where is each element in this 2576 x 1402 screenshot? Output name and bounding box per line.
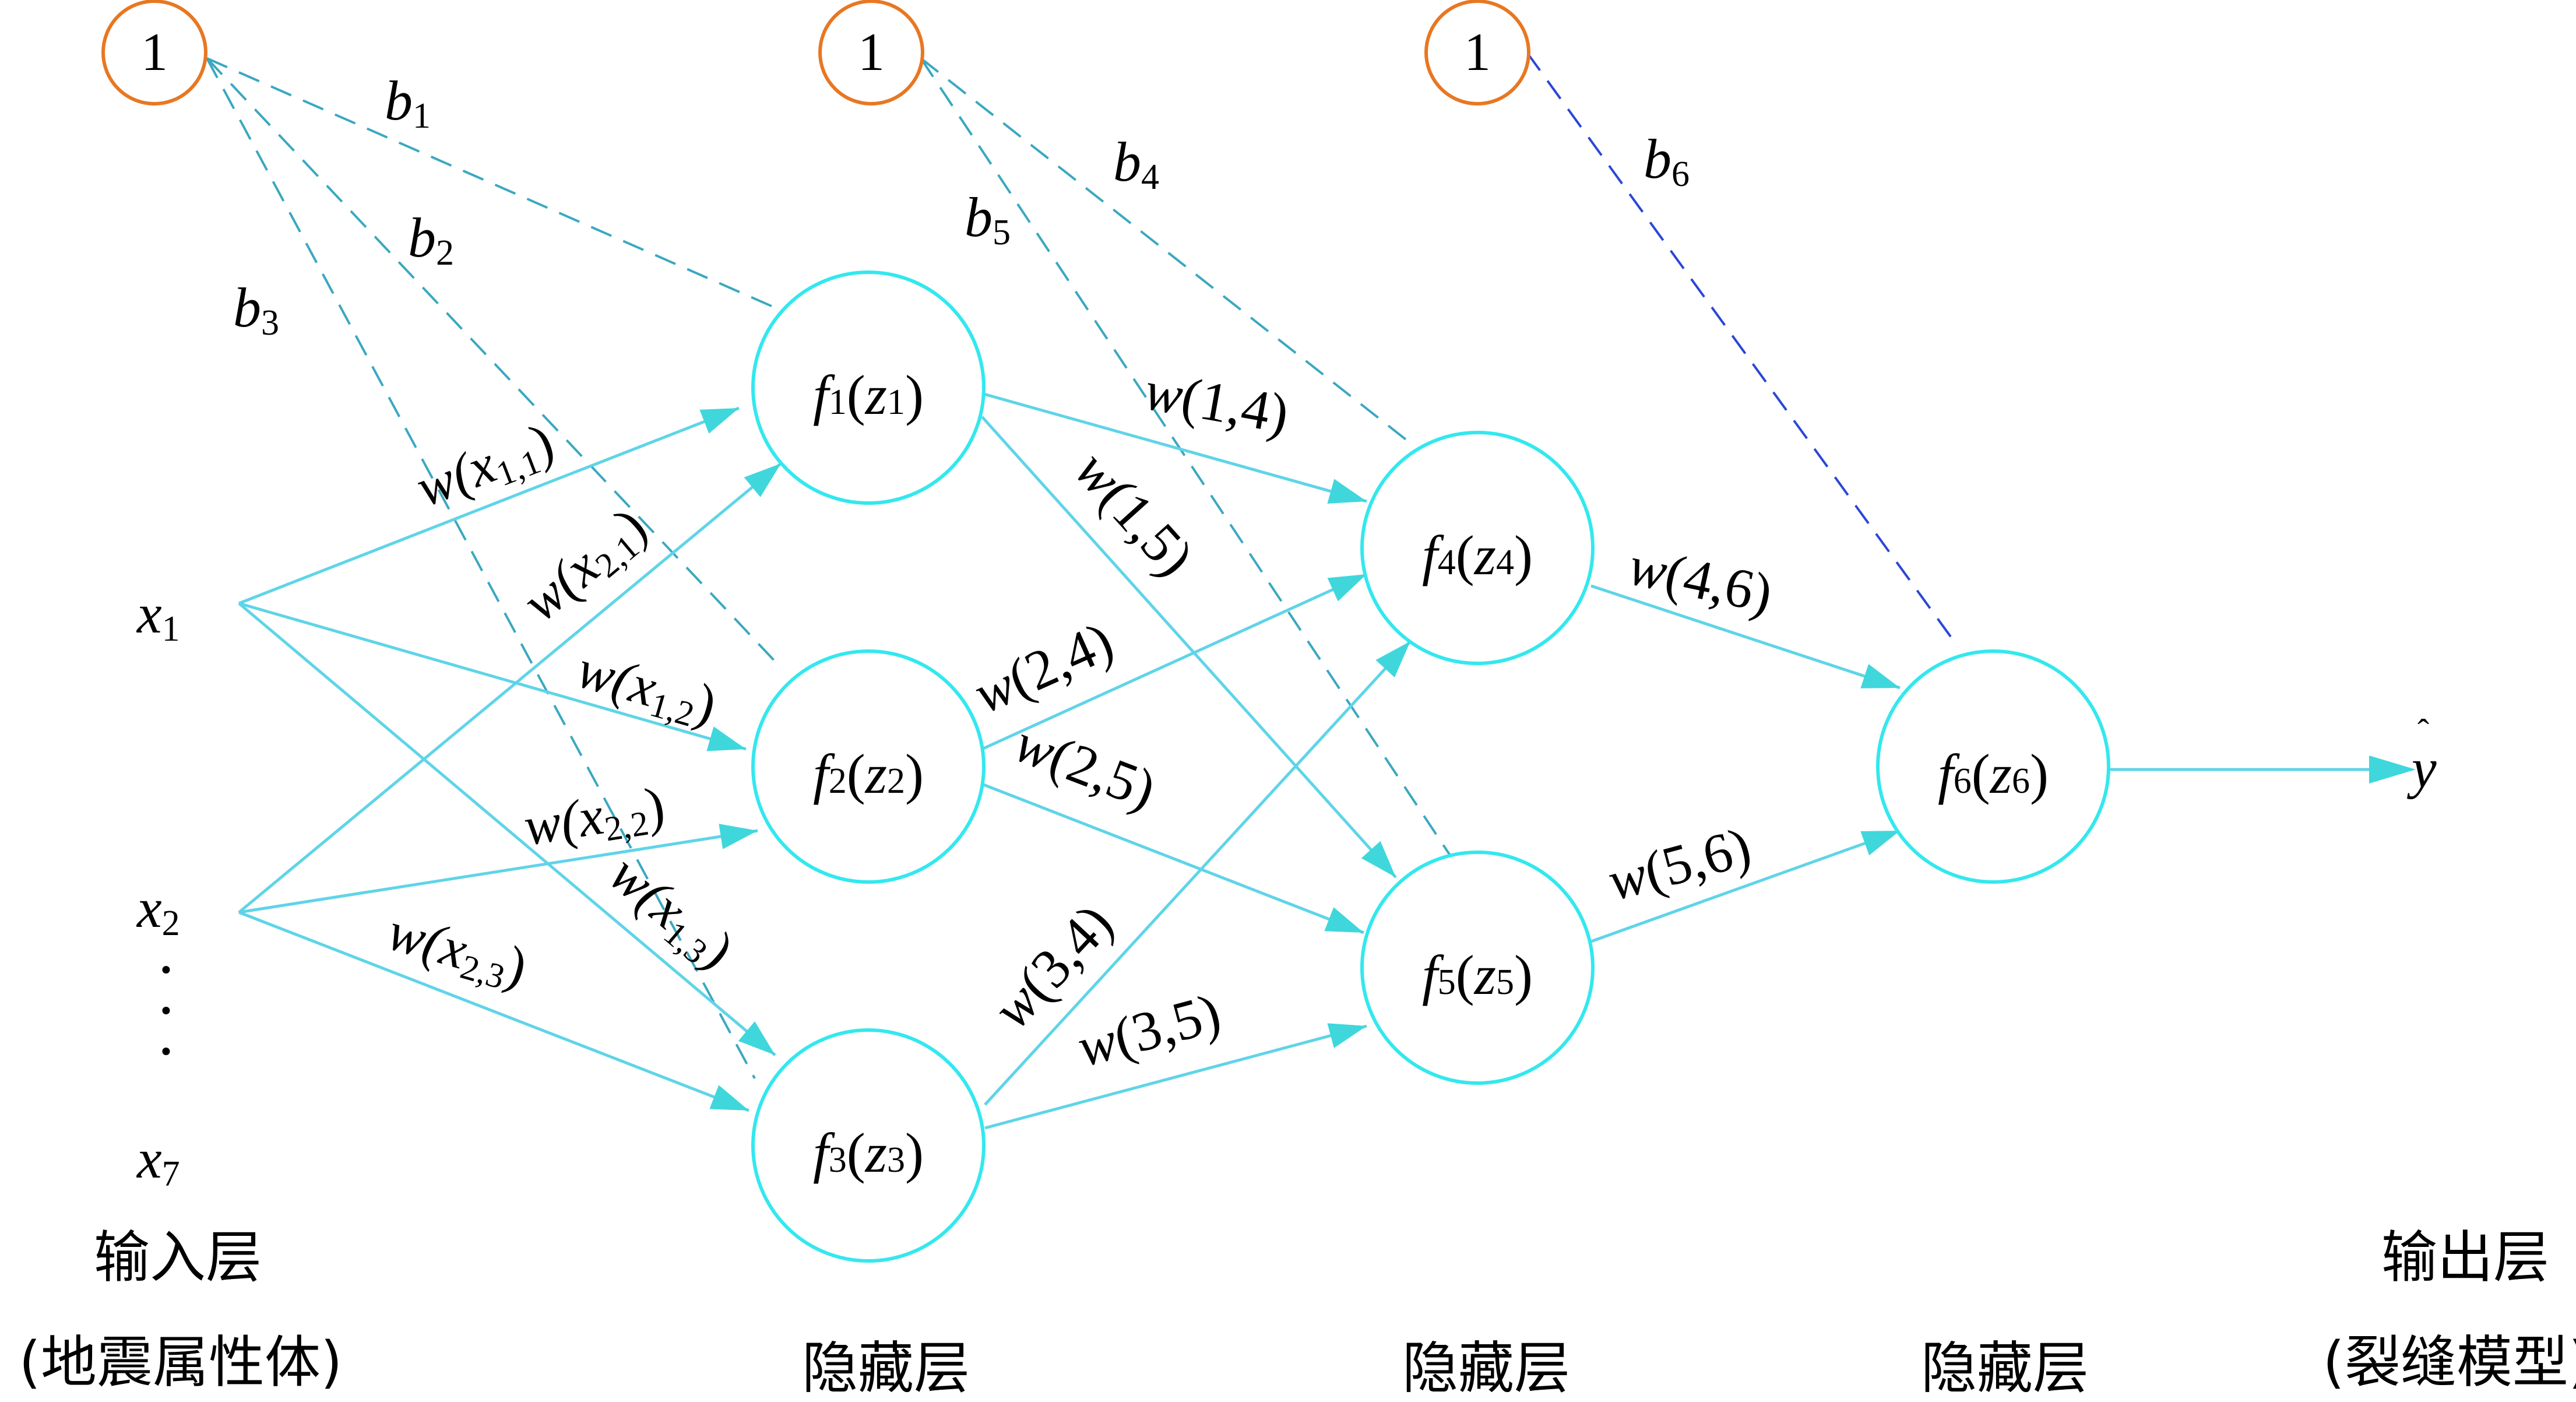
edge-x1-f2 bbox=[238, 602, 747, 751]
bias-connections bbox=[206, 51, 1959, 1079]
weight-56-label: w(5,6) bbox=[1602, 815, 1757, 913]
bias-node-labels: 1 1 1 bbox=[141, 22, 1491, 82]
bias-line-b5 bbox=[920, 57, 1452, 858]
weight-x23-label: w(x2,3) bbox=[381, 901, 534, 1001]
arrowhead bbox=[709, 1085, 749, 1111]
ellipsis-dot-1: · bbox=[156, 934, 177, 1005]
neuron-f5-label: f5(z5) bbox=[1422, 944, 1533, 1006]
bias-label-b5: b5 bbox=[965, 186, 1011, 252]
neuron-f4-label: f4(z4) bbox=[1422, 524, 1533, 586]
arrowhead bbox=[1361, 841, 1396, 877]
weight-14-label: w(1,4) bbox=[1140, 359, 1293, 445]
output-y: y bbox=[2406, 737, 2437, 799]
arrowhead bbox=[1327, 479, 1367, 504]
arrowhead bbox=[1324, 907, 1364, 933]
output-layer-subtitle: (裂缝模型) bbox=[2323, 1330, 2576, 1395]
hidden-layer-3-title: 隐藏层 bbox=[1921, 1336, 2089, 1401]
edge-f2-f5 bbox=[981, 782, 1364, 934]
edge-x2-f2 bbox=[238, 829, 758, 914]
hidden-layer-2-title: 隐藏层 bbox=[1402, 1336, 1570, 1401]
weight-35-label: w(3,5) bbox=[1071, 981, 1227, 1079]
weight-24-label: w(2,4) bbox=[965, 610, 1122, 726]
arrowhead bbox=[738, 1021, 775, 1055]
bias-line-b2 bbox=[206, 57, 779, 666]
bias-label-b3: b3 bbox=[233, 276, 279, 343]
arrowhead bbox=[1375, 641, 1410, 678]
neuron-f1 bbox=[751, 270, 986, 505]
edge-f2-f4 bbox=[981, 572, 1368, 751]
bias-node-group bbox=[101, 0, 1530, 106]
input-labels: x1 x2 x7 · · · bbox=[136, 582, 180, 1194]
edge-f3-f5 bbox=[984, 1024, 1367, 1130]
neuron-labels: f1(z1) f2(z2) f3(z3) f4(z4) f5(z5) f6(z6… bbox=[813, 364, 2049, 1184]
neuron-f2-label: f2(z2) bbox=[813, 743, 924, 805]
edge-x2-f1 bbox=[238, 462, 782, 913]
output-label: y ˆ bbox=[2406, 712, 2437, 799]
bias-node-2 bbox=[818, 0, 924, 106]
edge-f1-f5 bbox=[981, 416, 1397, 879]
bias-line-b3 bbox=[206, 58, 756, 1079]
layer-captions: 输入层 (地震属性体) 隐藏层 隐藏层 隐藏层 输出层 (裂缝模型) bbox=[19, 1225, 2576, 1401]
bias-line-b6 bbox=[1526, 51, 1959, 648]
neuron-f4 bbox=[1360, 431, 1595, 665]
input-layer-subtitle: (地震属性体) bbox=[19, 1330, 343, 1395]
neuron-f3 bbox=[751, 1028, 986, 1263]
arrowhead bbox=[706, 726, 746, 751]
neuron-f1-label: f1(z1) bbox=[813, 364, 924, 426]
weight-x21-label: w(x2,1) bbox=[511, 496, 660, 636]
neuron-f6-label: f6(z6) bbox=[1938, 743, 2049, 805]
bias-node-2-label: 1 bbox=[858, 22, 885, 82]
weight-15-label: w(1,5) bbox=[1063, 438, 1206, 588]
neuron-f2 bbox=[751, 649, 986, 884]
edge-x2-f3 bbox=[238, 911, 749, 1112]
arrowhead bbox=[1860, 664, 1900, 688]
arrowhead bbox=[2369, 756, 2416, 783]
output-y-hat: ˆ bbox=[2417, 712, 2429, 751]
bias-label-b4: b4 bbox=[1113, 131, 1159, 197]
bias-node-3-label: 1 bbox=[1464, 22, 1491, 82]
neuron-group bbox=[751, 270, 2110, 1263]
bias-node-1-label: 1 bbox=[141, 22, 168, 82]
output-layer-title: 输出层 bbox=[2381, 1225, 2549, 1290]
input-weight-labels: w(x1,1) w(x2,1) w(x1,2) w(x2,2) w(x1,3) … bbox=[381, 412, 745, 1001]
neuron-f6 bbox=[1876, 649, 2110, 884]
weight-46-label: w(4,6) bbox=[1624, 534, 1778, 625]
arrowhead bbox=[699, 408, 739, 434]
bias-labels: b1 b2 b3 b4 b5 b6 bbox=[233, 69, 1690, 343]
input-layer-title: 输入层 bbox=[94, 1225, 262, 1290]
edge-f5-f6 bbox=[1590, 829, 1901, 943]
arrowhead bbox=[1327, 574, 1367, 602]
neuron-f5 bbox=[1360, 851, 1595, 1085]
input-x2-label: x2 bbox=[136, 877, 180, 943]
edge-f1-f4 bbox=[981, 392, 1367, 503]
ellipsis-dot-3: · bbox=[156, 1016, 177, 1087]
arrow-heads bbox=[699, 408, 2416, 1111]
weight-connections bbox=[238, 392, 2378, 1130]
weight-x13-label: w(x1,3) bbox=[596, 843, 745, 983]
weight-x11-label: w(x1,1) bbox=[408, 412, 562, 522]
arrowhead bbox=[1327, 1023, 1367, 1048]
ellipsis-dot-2: · bbox=[156, 975, 177, 1046]
weight-x12-label: w(x1,2) bbox=[570, 638, 723, 739]
hidden-layer-1-title: 隐藏层 bbox=[802, 1336, 970, 1401]
bias-label-b6: b6 bbox=[1644, 128, 1690, 194]
bias-line-b1 bbox=[206, 57, 779, 310]
bias-label-b2: b2 bbox=[408, 206, 454, 273]
input-x7-label: x7 bbox=[136, 1127, 180, 1194]
neuron-f3-label: f3(z3) bbox=[813, 1122, 924, 1184]
weight-25-label: w(2,5) bbox=[1007, 711, 1164, 821]
bias-node-1 bbox=[101, 0, 207, 106]
bias-label-b1: b1 bbox=[385, 69, 431, 136]
edge-x1-f3 bbox=[238, 602, 776, 1056]
edge-x1-f1 bbox=[238, 406, 740, 605]
edge-f4-f6 bbox=[1590, 584, 1901, 690]
arrowhead bbox=[1860, 831, 1900, 856]
input-x1-label: x1 bbox=[136, 582, 180, 649]
bias-node-3 bbox=[1424, 0, 1530, 106]
arrowhead bbox=[719, 824, 758, 849]
arrowhead bbox=[744, 463, 781, 497]
edge-f3-f4 bbox=[984, 640, 1412, 1106]
